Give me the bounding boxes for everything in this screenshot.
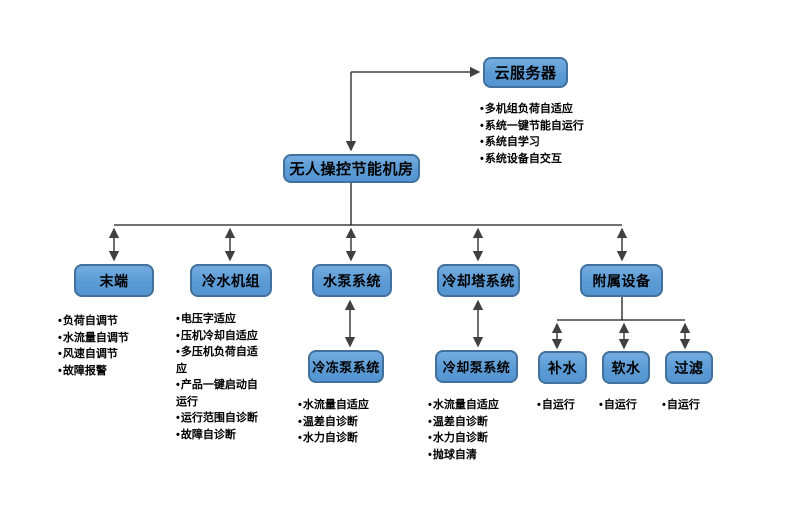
node-auxiliary: 附属设备: [580, 264, 663, 297]
freezer-pump-bullet-list: •水流量自适应 •温差自诊断 •水力自诊断: [298, 397, 408, 447]
bullet-icon: •: [298, 415, 302, 428]
bullet-icon: •: [480, 136, 484, 148]
bullet-icon: •: [58, 348, 62, 360]
bullet-icon: •: [298, 432, 302, 444]
bullet-icon: •: [537, 399, 541, 411]
bullet-item: •水流量自调节: [58, 331, 129, 344]
bullet-item: •故障报警: [58, 364, 107, 377]
bullet-icon: •: [480, 103, 484, 115]
node-unmanned-room: 无人操控节能机房: [283, 154, 420, 183]
bullet-icon: •: [176, 329, 180, 342]
bullet-icon: •: [298, 399, 302, 411]
bullet-icon: •: [58, 315, 62, 327]
makeup-water-bullet-list: •自运行: [537, 397, 592, 414]
node-pump-system: 水泵系统: [312, 264, 392, 297]
bullet-item: •电压字适应: [176, 313, 236, 325]
bullet-item: •自运行: [662, 399, 700, 411]
node-cooling-tower: 冷却塔系统: [437, 264, 520, 297]
bullet-icon: •: [480, 119, 484, 132]
bullet-item: •多机组负荷自适应: [480, 103, 573, 115]
bullet-item: •系统设备自交互: [480, 152, 562, 165]
node-chiller-unit: 冷水机组: [190, 264, 272, 297]
node-terminal: 末端: [74, 264, 154, 297]
bullet-icon: •: [176, 346, 180, 358]
bullet-item: •水流量自适应: [428, 399, 499, 411]
bullet-icon: •: [480, 152, 484, 165]
bullet-item: •运行范围自诊断: [176, 412, 258, 424]
node-makeup-water: 补水: [538, 351, 587, 384]
terminal-bullet-list: •负荷自调节 •水流量自调节 •风速自调节 •故障报警: [58, 313, 168, 379]
bullet-item: •水力自诊断: [428, 432, 488, 444]
bullet-item: •自运行: [599, 399, 637, 411]
cloud-bullet-list: •多机组负荷自适应 •系统一键节能自运行 •系统自学习 •系统设备自交互: [480, 101, 605, 167]
node-soft-water: 软水: [602, 351, 650, 384]
bullet-item: •压机冷却自适应: [176, 329, 258, 342]
bullet-icon: •: [176, 379, 180, 391]
bullet-icon: •: [58, 331, 62, 344]
bullet-item: •抛球自清: [428, 448, 477, 461]
bullet-item: •温差自诊断: [298, 415, 358, 428]
node-filter: 过滤: [665, 351, 713, 384]
bullet-item: •多压机负荷自适应: [176, 346, 258, 375]
chiller-bullet-list: •电压字适应 •压机冷却自适应 •多压机负荷自适应 •产品一键启动自运行 •运行…: [176, 311, 264, 443]
bullet-item: •产品一键启动自运行: [176, 379, 258, 408]
bullet-item: •温差自诊断: [428, 415, 488, 428]
bullet-icon: •: [428, 432, 432, 444]
bullet-item: •故障自诊断: [176, 428, 236, 441]
bullet-icon: •: [58, 364, 62, 377]
soft-water-bullet-list: •自运行: [599, 397, 654, 414]
bullet-item: •水力自诊断: [298, 432, 358, 444]
node-cooling-pump: 冷却泵系统: [435, 350, 518, 383]
bullet-item: •负荷自调节: [58, 315, 118, 327]
bullet-icon: •: [428, 448, 432, 461]
bullet-icon: •: [428, 415, 432, 428]
bullet-icon: •: [662, 399, 666, 411]
bullet-icon: •: [176, 428, 180, 441]
bullet-item: •系统一键节能自运行: [480, 119, 584, 132]
node-cloud-server: 云服务器: [483, 57, 568, 88]
bullet-item: •系统自学习: [480, 136, 540, 148]
node-freezer-pump: 冷冻泵系统: [308, 350, 384, 383]
bullet-icon: •: [176, 313, 180, 325]
bullet-icon: •: [599, 399, 603, 411]
bullet-item: •水流量自适应: [298, 399, 369, 411]
bullet-icon: •: [428, 399, 432, 411]
bullet-icon: •: [176, 412, 180, 424]
cooling-pump-bullet-list: •水流量自适应 •温差自诊断 •水力自诊断 •抛球自清: [428, 397, 538, 463]
filter-bullet-list: •自运行: [662, 397, 717, 414]
bullet-item: •自运行: [537, 399, 575, 411]
bullet-item: •风速自调节: [58, 348, 118, 360]
